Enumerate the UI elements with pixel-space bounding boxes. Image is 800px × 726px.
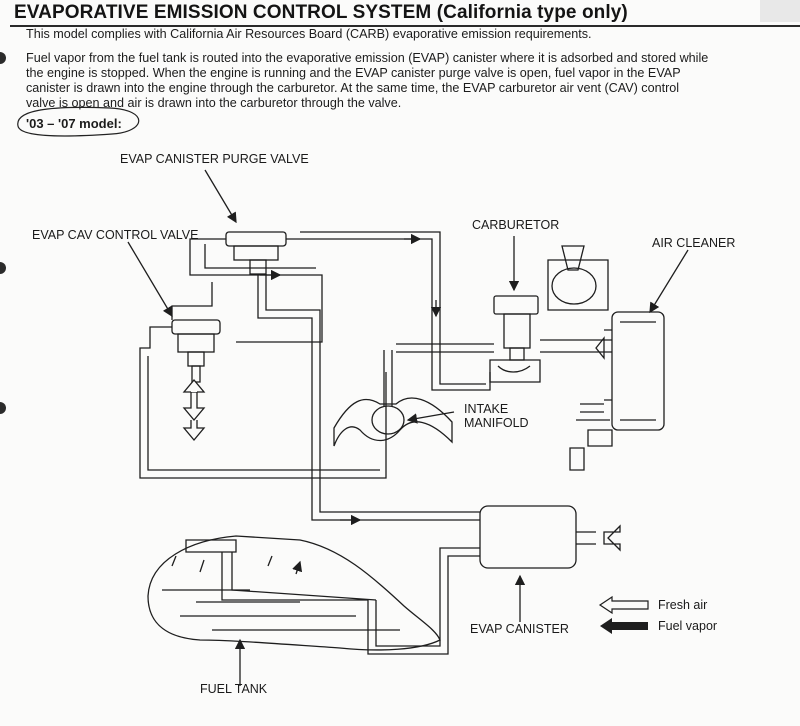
fuel-tank-shape: [147, 535, 441, 651]
hose: [204, 244, 316, 269]
carburetor-label: CARBURETOR: [472, 218, 560, 232]
fuel-vapor-legend-label: Fuel vapor: [658, 619, 718, 633]
intro-text: This model complies with California Air …: [26, 27, 592, 41]
intake-manifold-label-line: INTAKE: [464, 402, 509, 416]
carburetor-shape: [396, 295, 541, 383]
hose: [147, 356, 380, 471]
model-label: '03 – '07 model:: [26, 116, 122, 131]
leader-line: [406, 411, 455, 424]
fuel-tank-label: FUEL TANK: [200, 682, 268, 696]
leader-line: [127, 241, 173, 318]
binding-hole: [0, 262, 6, 274]
page-title: EVAPORATIVE EMISSION CONTROL SYSTEM (Cal…: [14, 2, 628, 23]
hose: [171, 282, 213, 320]
paragraph-line: Fuel vapor from the fuel tank is routed …: [26, 51, 709, 65]
model-label-circle: [17, 106, 140, 137]
purge-valve-shape: [212, 231, 300, 275]
cav-valve-label: EVAP CAV CONTROL VALVE: [32, 228, 199, 242]
binding-hole: [0, 52, 6, 64]
intake-manifold-label-line: MANIFOLD: [464, 416, 529, 430]
hose: [189, 238, 323, 343]
cav-valve-shape: [171, 319, 221, 383]
evap-canister-shape: [367, 505, 621, 655]
title-rule: [10, 25, 800, 27]
air-cleaner-shape: [540, 245, 665, 471]
evap-canister-label: EVAP CANISTER: [470, 622, 569, 636]
leader-line: [649, 249, 689, 314]
hose: [139, 326, 387, 479]
paragraph-line: canister is drawn into the engine throug…: [26, 81, 680, 95]
intake-manifold-shape: [333, 350, 453, 447]
hose: [265, 274, 480, 513]
paragraph-line: valve is open and air is drawn into the …: [26, 96, 402, 110]
page-corner-tab: [760, 0, 800, 22]
hose: [300, 238, 491, 391]
air-flow-double-arrow: [182, 378, 206, 442]
fuel-vapor-legend-arrow: [600, 618, 648, 634]
intake-manifold-label: INTAKE MANIFOLD: [464, 402, 529, 430]
air-cleaner-label: AIR CLEANER: [652, 236, 736, 250]
description-paragraph: Fuel vapor from the fuel tank is routed …: [26, 51, 796, 111]
leader-line: [204, 169, 237, 224]
binding-hole: [0, 402, 6, 414]
fresh-air-legend-label: Fresh air: [658, 598, 708, 612]
hose: [257, 274, 480, 521]
fresh-air-legend-arrow: [598, 595, 649, 615]
hose: [300, 231, 486, 385]
purge-valve-label: EVAP CANISTER PURGE VALVE: [120, 152, 309, 166]
paragraph-line: the engine is stopped. When the engine i…: [26, 66, 681, 80]
